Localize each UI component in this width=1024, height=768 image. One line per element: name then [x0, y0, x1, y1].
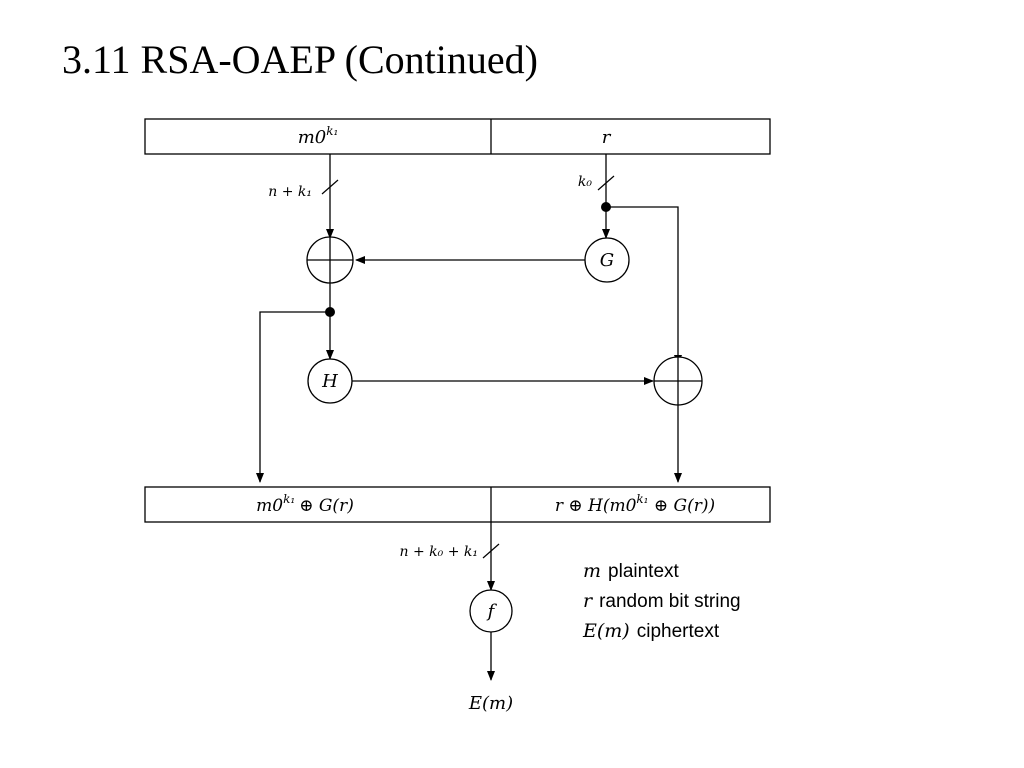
wire-r-to-g: k₀ [578, 154, 682, 365]
svg-text:H: H [321, 371, 338, 392]
output-label: E(m) [468, 693, 513, 714]
xor-node-left [306, 236, 354, 284]
wire-label-n-k1: n + k₁ [268, 184, 312, 200]
g-function-node: G [584, 237, 630, 283]
wire-xor1-to-h [256, 283, 335, 483]
wire-to-f: n + k₀ + k₁ [400, 522, 500, 591]
wire-mk-to-xor1: n + k₁ [268, 154, 339, 239]
slide-title: 3.11 RSA-OAEP (Continued) [62, 37, 538, 82]
bottom-block-right-label: r ⊕ H(m0k₁ ⊕ G(r)) [555, 492, 715, 516]
wire-label-k0: k₀ [578, 174, 592, 190]
bottom-block-left-label: m0k₁⊕ G(r) [256, 492, 354, 516]
xor-node-right [653, 356, 703, 406]
top-block-left-label: m0k₁ [298, 124, 339, 148]
wire-label-n-k0-k1: n + k₀ + k₁ [400, 544, 478, 560]
svg-text:G: G [600, 250, 614, 271]
top-block: m0k₁ r [144, 118, 771, 155]
bottom-block: m0k₁⊕ G(r) r ⊕ H(m0k₁ ⊕ G(r)) [144, 486, 771, 523]
top-block-right-label: r [602, 127, 612, 148]
f-function-node: f [469, 589, 513, 633]
legend-item-ciphertext: E(m)ciphertext [582, 620, 720, 642]
h-function-node: H [307, 358, 353, 404]
